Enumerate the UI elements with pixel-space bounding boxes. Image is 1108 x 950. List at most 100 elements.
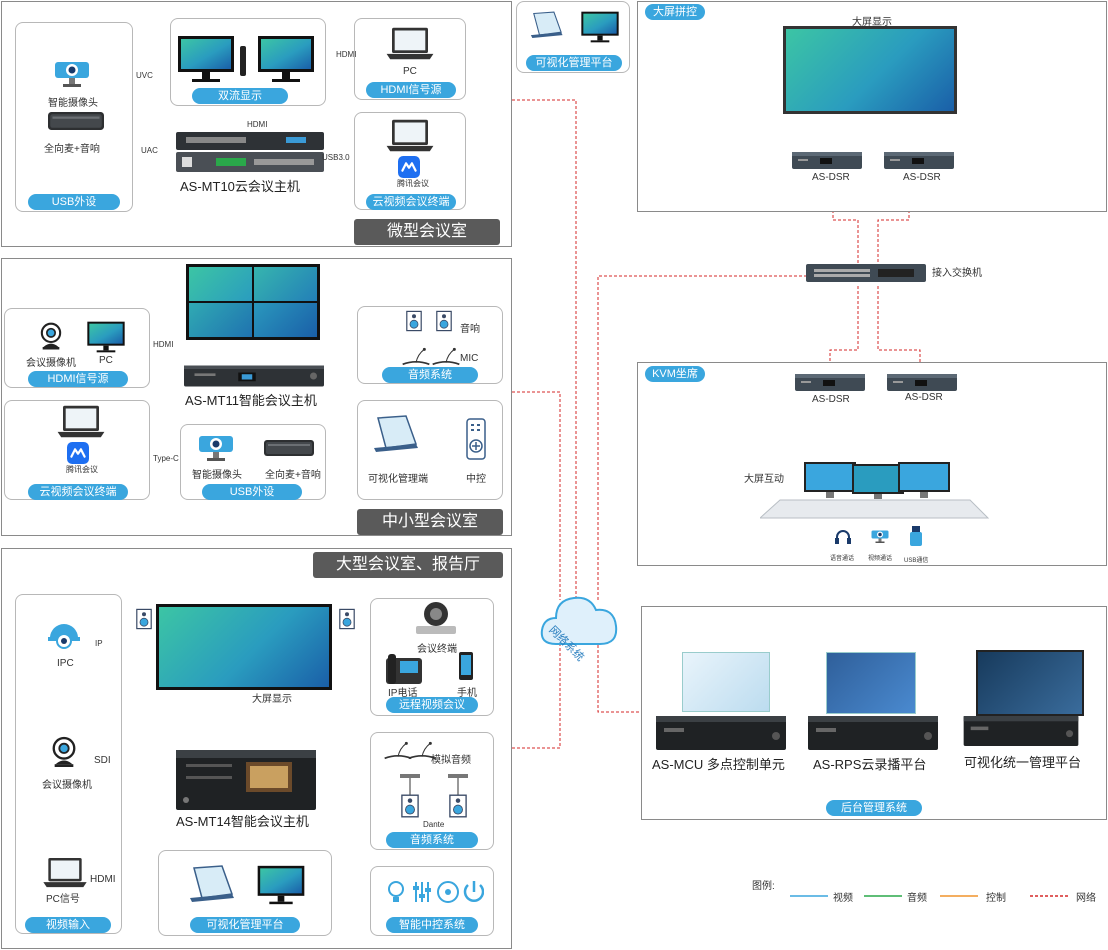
usb-icon xyxy=(910,526,922,546)
central-control-label: 中控 xyxy=(466,474,486,485)
medium-usb-pill: USB外设 xyxy=(202,484,302,500)
speaker-icon xyxy=(339,608,355,630)
tablet-icon xyxy=(528,10,564,40)
mic-label: MIC xyxy=(460,353,479,364)
monitor-icon xyxy=(256,864,306,906)
hdmi-label: HDMI xyxy=(247,120,268,129)
hdmi-right-label: HDMI xyxy=(336,50,357,59)
medium-audio-pill: 音频系统 xyxy=(382,367,478,383)
rps-screen-panel xyxy=(826,652,916,714)
mt11-host-icon xyxy=(184,362,324,390)
kvm-pill: KVM坐席 xyxy=(645,366,705,382)
medium-hdmi-pill: HDMI信号源 xyxy=(28,371,128,387)
mobile-phone-icon xyxy=(459,652,473,680)
dante-label: Dante xyxy=(423,820,445,829)
power-icon xyxy=(463,881,484,902)
micro-room-title: 微型会议室 xyxy=(354,219,500,245)
dante-speakers-icon xyxy=(400,774,468,818)
conference-camera-label: 会议摄像机 xyxy=(42,780,92,791)
mic-icon xyxy=(428,346,464,366)
video-call-label: 视频通话 xyxy=(868,556,893,562)
speaker-icon xyxy=(136,608,152,630)
monitor-icon xyxy=(804,462,856,498)
conference-terminal-icon xyxy=(416,602,456,634)
rps-rack-icon xyxy=(808,716,938,750)
legend-video-label: 视频 xyxy=(833,893,853,904)
mcu-screen-panel xyxy=(682,652,770,712)
legend-audio-label: 音频 xyxy=(907,893,927,904)
mt10-host-label: AS-MT10云会议主机 xyxy=(180,179,300,194)
remote-conference-pill: 远程视频会议 xyxy=(386,697,478,713)
laptop-icon xyxy=(40,856,90,890)
tencent-label: 腾讯会议 xyxy=(397,179,429,188)
conference-camera-icon xyxy=(38,322,64,352)
mobile-label: 手机 xyxy=(457,688,477,699)
tencent-meeting-icon xyxy=(398,156,420,178)
conference-camera-label: 会议摄像机 xyxy=(26,358,76,369)
medium-cloud-pill: 云视频会议终端 xyxy=(28,484,128,500)
hdmi-label: HDMI xyxy=(90,874,116,885)
dsr-device-icon xyxy=(884,150,954,170)
smart-camera-icon xyxy=(196,434,236,464)
legend-network-label: 网络 xyxy=(1076,893,1096,904)
ipc-camera-icon xyxy=(48,624,80,649)
video-input-pill: 视频输入 xyxy=(25,917,111,933)
screen-interact-label: 大屏互动 xyxy=(744,474,784,485)
backend-pill: 后台管理系统 xyxy=(826,800,922,816)
vis-rack-icon xyxy=(956,716,1086,746)
wall-big-screen xyxy=(783,26,957,114)
sdi-label: SDI xyxy=(94,755,111,766)
mt11-host-label: AS-MT11智能会议主机 xyxy=(185,393,317,408)
legend-title: 图例: xyxy=(752,881,775,892)
uac-label: UAC xyxy=(141,146,158,155)
dsr-device-icon xyxy=(887,372,957,392)
large-vis-pill: 可视化管理平台 xyxy=(190,917,300,933)
dsr-device-icon xyxy=(795,372,865,392)
bulb-icon xyxy=(388,881,404,902)
mt14-host-label: AS-MT14智能会议主机 xyxy=(176,814,309,829)
mt10-host-icon xyxy=(176,132,324,172)
tencent-label: 腾讯会议 xyxy=(66,465,98,474)
speakerphone-icon xyxy=(48,112,104,130)
mt14-host-icon xyxy=(176,750,316,810)
hdmi-label: HDMI xyxy=(153,340,174,349)
vis-terminal-label: 可视化管理端 xyxy=(368,474,428,485)
medium-room-title: 中小型会议室 xyxy=(357,509,503,535)
large-audio-pill: 音频系统 xyxy=(386,832,478,848)
typec-label: Type-C xyxy=(153,454,179,463)
vis-unified-label: 可视化统一管理平台 xyxy=(964,755,1082,770)
mcu-rack-icon xyxy=(656,716,786,750)
pc-laptop-icon xyxy=(383,26,437,62)
direction-pad-icon xyxy=(437,881,459,903)
kvm-desk-icon xyxy=(760,462,990,519)
network-cloud-icon xyxy=(540,596,618,645)
speaker-label: 音响 xyxy=(460,324,480,335)
speakerphone-icon xyxy=(264,440,314,456)
smart-control-pill: 智能中控系统 xyxy=(386,917,478,933)
voice-call-label: 语音通话 xyxy=(830,556,855,562)
ipc-label: IPC xyxy=(57,658,74,669)
legend-control-label: 控制 xyxy=(986,893,1006,904)
switch-label: 接入交换机 xyxy=(932,268,982,279)
dsr-label: AS-DSR xyxy=(812,172,850,183)
monitor-icon xyxy=(580,10,620,44)
speaker-icon xyxy=(406,310,422,332)
speakerphone-label: 全向麦+音响 xyxy=(265,470,321,481)
video-wall xyxy=(186,264,320,340)
tencent-meeting-icon xyxy=(67,442,89,464)
large-screen-label: 大屏显示 xyxy=(252,694,292,705)
headset-icon xyxy=(835,530,851,544)
central-control-remote-icon xyxy=(466,418,486,460)
mcu-label: AS-MCU 多点控制单元 xyxy=(652,757,785,772)
pc-signal-label: PC信号 xyxy=(46,894,80,905)
dsr-device-icon xyxy=(792,150,862,170)
large-screen xyxy=(156,604,332,690)
tablet-icon xyxy=(186,864,236,904)
laptop-icon xyxy=(383,118,437,154)
smart-camera-icon xyxy=(52,60,92,90)
micro-usb-pill: USB外设 xyxy=(28,194,120,210)
equalizer-icon xyxy=(413,882,431,902)
large-audio-box xyxy=(370,732,494,850)
speakerphone-label: 全向麦+音响 xyxy=(44,144,100,155)
ip-label: IP xyxy=(95,639,103,648)
